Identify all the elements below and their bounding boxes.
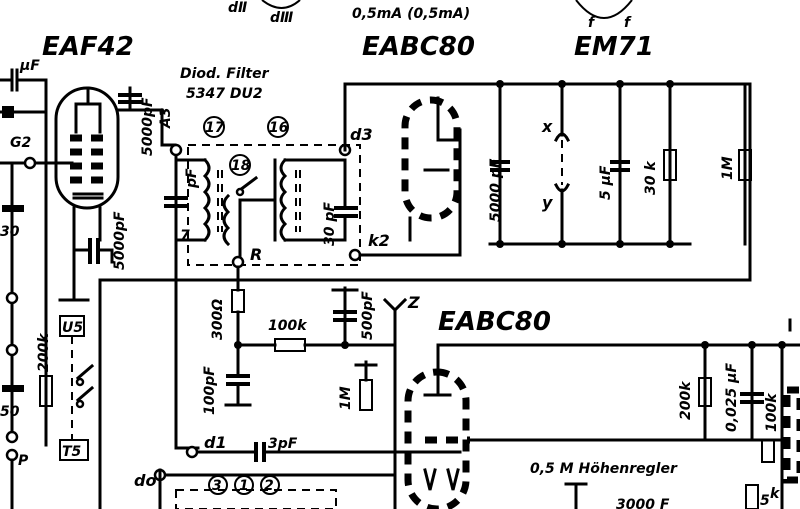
label-5000pf-b: 5000pF <box>112 211 128 270</box>
filter-marker-16 <box>267 116 289 138</box>
resistor-100k-right <box>761 439 775 463</box>
label-1m-top: 1M <box>720 156 736 180</box>
t5-box <box>59 439 89 461</box>
top-tube-arc <box>261 0 301 9</box>
label-1m: 1M <box>338 386 354 410</box>
label-300: 300Ω <box>210 299 226 340</box>
filter-marker-17 <box>203 116 225 138</box>
label-5000pf-a3: 5000pF <box>140 97 156 156</box>
node-g2 <box>23 156 37 170</box>
label-r: R <box>250 245 262 264</box>
label-pf: pF <box>184 168 200 189</box>
label-bottom-k: k <box>770 486 781 502</box>
label-tone-control: 0,5 M Höhenregler <box>530 461 678 477</box>
label-a3: A3 <box>158 107 174 129</box>
filter-marker-18 <box>229 154 251 176</box>
label-left-30: 30 <box>0 224 20 240</box>
filter-title-line1: Diod. Filter <box>180 66 270 82</box>
coil-primary <box>202 157 211 243</box>
tube-label-em71: EM71 <box>574 32 654 62</box>
label-z: Z <box>407 293 420 312</box>
resistor-300 <box>231 289 245 313</box>
label-d2: dⅡ <box>228 0 247 16</box>
resistor-200k <box>698 377 712 407</box>
label-30pf: 30 pF <box>322 202 338 246</box>
label-2: 2 <box>264 478 274 494</box>
label-30k: 30 k <box>643 160 659 195</box>
coil-secondary <box>279 157 288 243</box>
resistor-30k <box>663 149 677 181</box>
label-100k: 100k <box>268 318 308 334</box>
label-bottom-5: 5 <box>760 493 770 509</box>
label-200k: 200k <box>678 380 694 420</box>
label-5uf: 5 µF <box>598 165 614 200</box>
label-0025uf: 0,025 µF <box>724 363 740 432</box>
label-3000f: 3000 F <box>616 497 670 509</box>
label-d3-roman: dⅢ <box>270 10 293 26</box>
label-f1: f <box>588 15 596 31</box>
label-d1: d1 <box>204 433 227 452</box>
filter-marker-1 <box>234 475 254 495</box>
node-d1 <box>185 445 199 459</box>
label-g2: G2 <box>10 135 31 151</box>
filter-marker-3 <box>208 475 228 495</box>
label-7: 7 <box>180 228 190 244</box>
resistor-1m-top <box>738 149 752 181</box>
resistor-100k <box>274 338 306 352</box>
tube-label-eaf42: EAF42 <box>42 32 134 62</box>
label-100k-right: 100k <box>764 392 780 432</box>
label-uf-top: µF <box>19 58 40 74</box>
label-t5: T5 <box>62 444 82 460</box>
label-5000pf-em: 5000 pF <box>488 158 504 222</box>
label-y: y <box>542 193 553 212</box>
label-left-50: 50 <box>0 404 20 420</box>
filter-marker-2 <box>260 475 280 495</box>
resistor-1m <box>359 379 373 411</box>
label-3pf: 3pF <box>268 436 298 452</box>
label-d3: d3 <box>350 125 373 144</box>
label-17: 17 <box>205 120 225 136</box>
label-p: P <box>18 453 29 469</box>
tube-label-eabc80-top: EABC80 <box>362 32 475 62</box>
tube-label-eabc80-bottom: EABC80 <box>438 307 551 337</box>
label-100pf: 100pF <box>202 366 218 415</box>
filter-title-line2: 5347 DU2 <box>186 86 263 102</box>
label-f2: f <box>624 15 632 31</box>
label-200k-left: 200k <box>36 332 52 372</box>
label-x: x <box>541 117 553 136</box>
label-k2: k2 <box>368 231 390 250</box>
label-d0: do <box>134 471 156 490</box>
eaf42-envelope <box>54 86 120 210</box>
em71-top-arc <box>575 0 633 19</box>
label-current: 0,5mA (0,5mA) <box>352 6 470 22</box>
label-1: 1 <box>239 478 249 494</box>
label-3: 3 <box>212 478 222 494</box>
label-500pf: 500pF <box>360 291 376 340</box>
label-16: 16 <box>269 120 289 136</box>
label-u5: U5 <box>62 320 83 336</box>
eabc80-top-envelope <box>401 96 461 222</box>
node-a3 <box>169 143 183 157</box>
label-18: 18 <box>231 158 251 174</box>
